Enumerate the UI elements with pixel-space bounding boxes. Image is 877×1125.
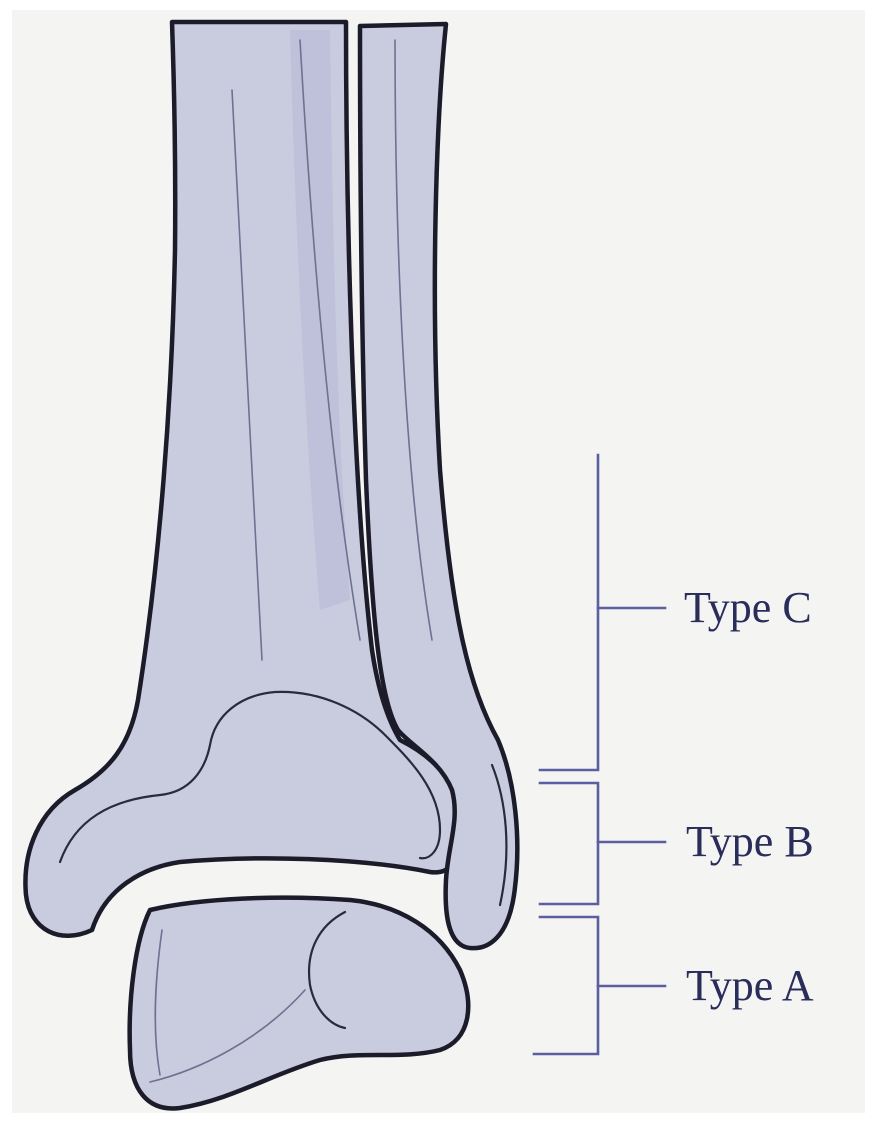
type-a-label: Type A — [686, 961, 814, 1010]
type-c-label: Type C — [684, 583, 812, 632]
type-b-label: Type B — [686, 817, 814, 866]
